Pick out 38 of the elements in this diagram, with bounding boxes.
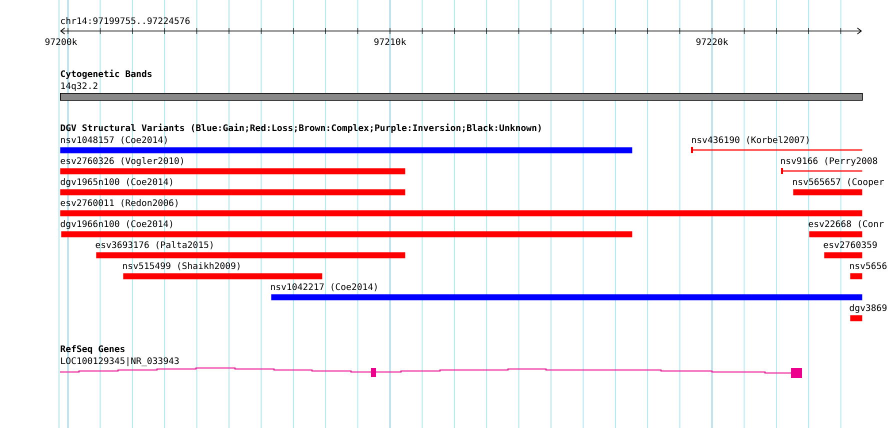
variant-bar: esv2760326 (Vogler2010) [60,157,406,174]
node-label: nsv1048157 (Coe2014) [61,136,167,144]
track-title: DGV Structural Variants (Blue:Gain;Red:Loss;Brown:Complex;Purple:Inversion;Black:Unknown) [60,124,541,133]
variant-bar: dgv1965n100 (Coe2014) [60,178,406,196]
variant-bar: nsv5656 [850,262,887,280]
variant-bar: nsv1048157 (Coe2014) [60,136,632,154]
node-label: dgv1966n100 (Coe2014) [60,220,172,229]
variant-bar: nsv565657 (Cooper [793,178,884,196]
node-label: nsv5656 [850,262,887,270]
tick-label: 97200k [45,38,78,46]
gene-model: LOC100129345|NR_033943 [60,357,802,378]
variant-bar: esv22668 (Conr [808,220,884,238]
node-label: esv2760011 (Redon2006) [60,199,178,208]
tick-label: 97210k [374,38,406,46]
node-label: esv22668 (Conr [808,220,884,228]
track-title: Cytogenetic Bands [60,70,152,79]
variant-bar: esv2760359 [824,241,877,258]
axis-label: chr14:97199755..97224576 [61,17,190,24]
node-label: 14q32.2 [61,82,98,91]
node-label: esv2760359 [824,241,877,248]
node-label: nsv515499 (Shaikh2009) [123,262,240,270]
node-label: dgv3869 [850,304,887,313]
variant-line: nsv9166 (Perry2008 [781,157,878,174]
variant-bar: nsv1042217 (Coe2014) [271,283,862,300]
node-label: nsv1042217 (Coe2014) [271,283,377,292]
tick-label: 97220k [696,38,728,46]
variant-bar: dgv3869 [850,304,887,322]
variant-bar: esv3693176 (Palta2015) [96,241,406,258]
variant-line: nsv436190 (Korbel2007) [691,136,862,153]
cytoband-bar: 14q32.2 [60,82,863,101]
node-label: nsv565657 (Cooper [793,178,884,187]
node-label: dgv1965n100 (Coe2014) [60,178,172,187]
node-label: LOC100129345|NR_033943 [61,357,179,366]
variant-bar: nsv515499 (Shaikh2009) [123,262,322,280]
node-label: esv2760326 (Vogler2010) [60,157,183,166]
node-label: esv3693176 (Palta2015) [96,241,213,250]
variant-bar: esv2760011 (Redon2006) [60,199,862,216]
variant-bar: dgv1966n100 (Coe2014) [60,220,632,238]
